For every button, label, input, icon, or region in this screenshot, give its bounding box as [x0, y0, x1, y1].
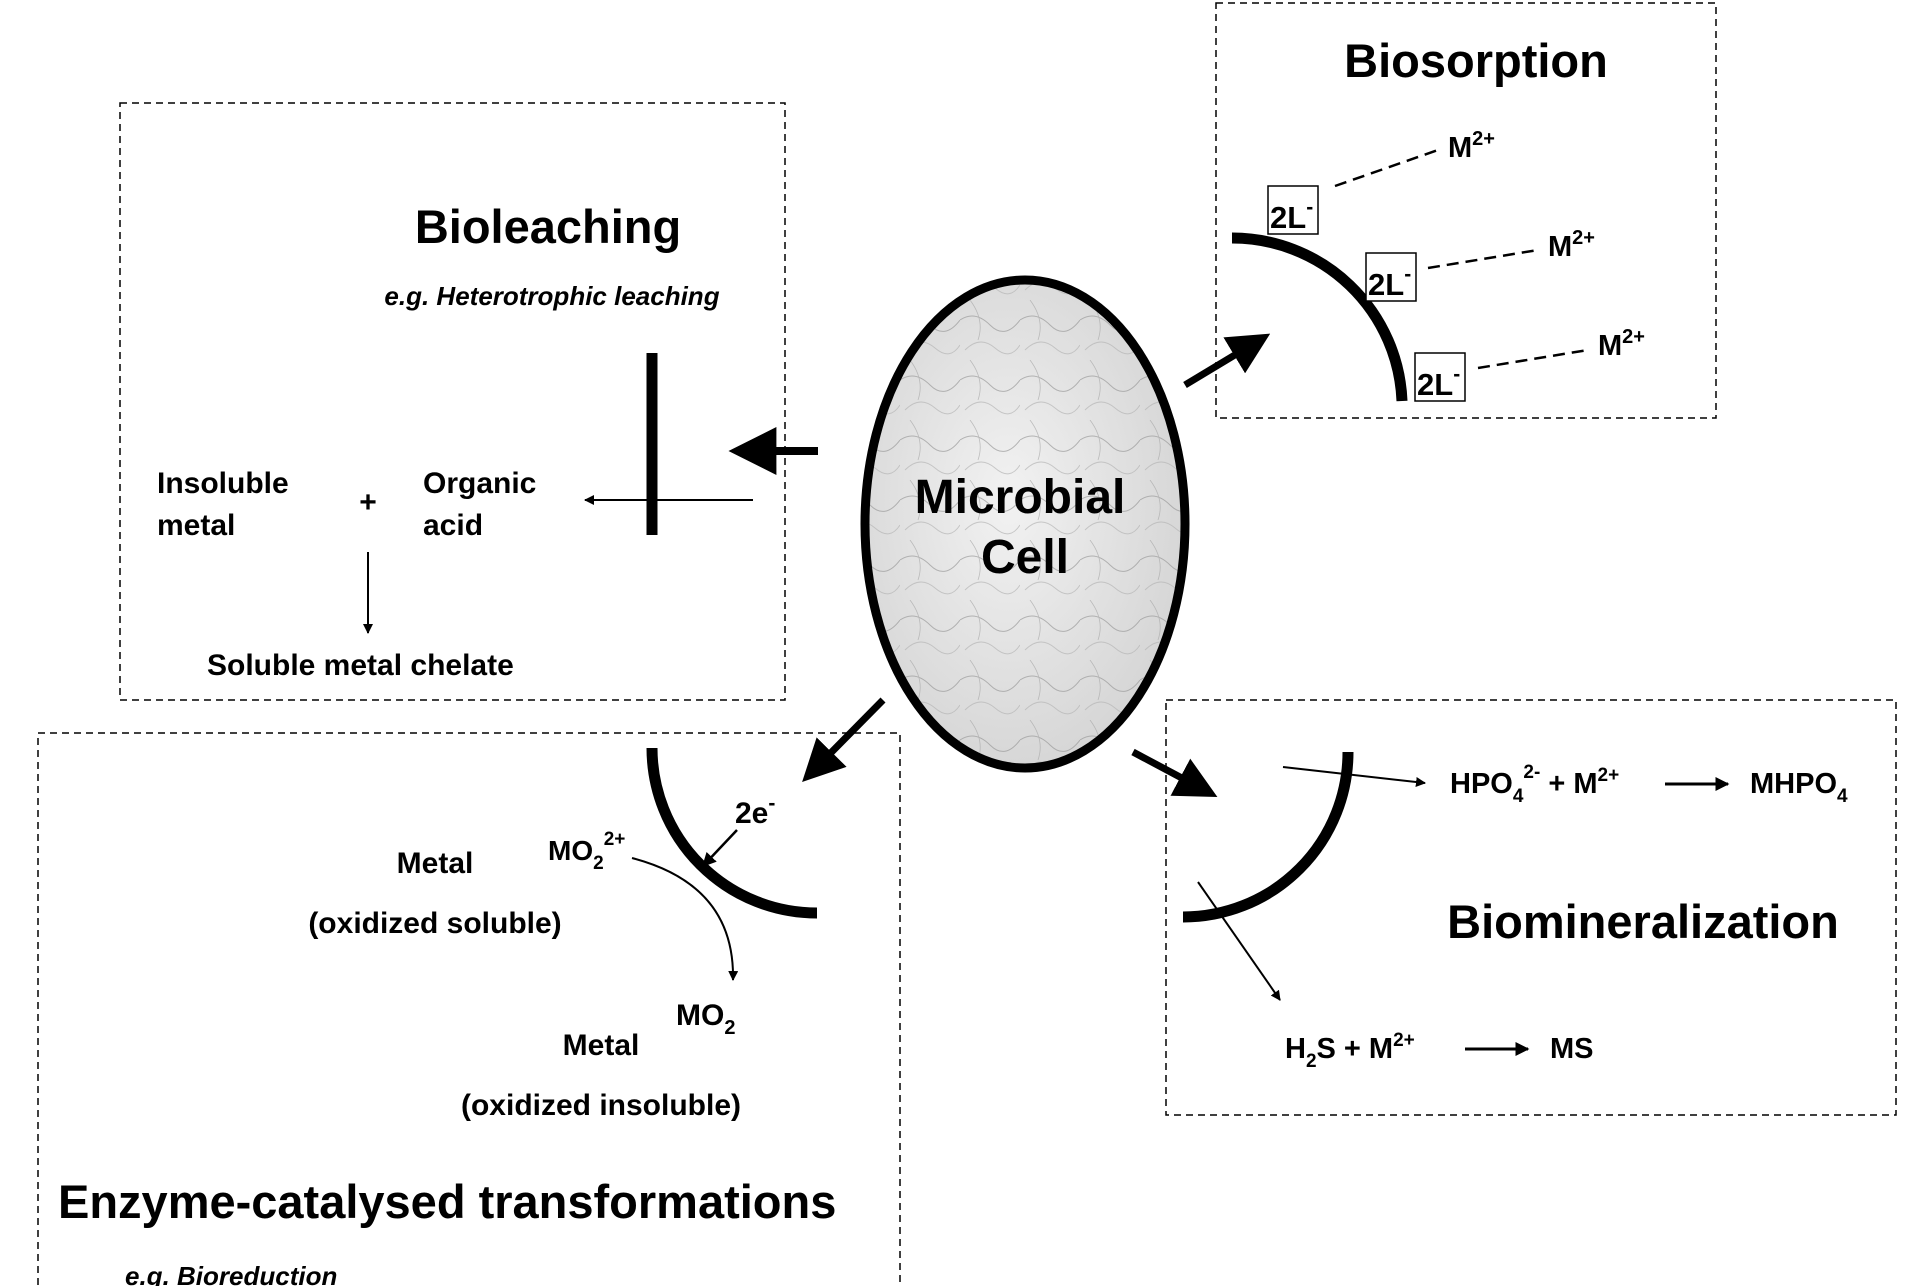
metal-ion-3: M2+ — [1598, 326, 1645, 362]
insoluble-metal-label: Metal — [563, 1029, 640, 1062]
ligand-label-3: 2L- — [1417, 363, 1460, 402]
biomineralization-box — [1165, 699, 1897, 1116]
sulfide-reaction: H2S + M2+ — [1285, 1030, 1415, 1072]
reduction-arrow — [631, 857, 739, 981]
microbial-cell: Microbial Cell — [860, 275, 1190, 773]
mo2-label: MO2 — [676, 999, 735, 1039]
insoluble-metal-line2: metal — [157, 509, 235, 542]
insoluble-metal-desc: (oxidized insoluble) — [461, 1089, 741, 1122]
binding-line-3 — [1477, 348, 1589, 370]
soluble-metal-label: Metal — [397, 847, 474, 880]
biosorption-title: Biosorption — [1344, 34, 1608, 87]
ligand-site: 2L- M2+ — [1267, 128, 1495, 235]
sulfide-product: MS — [1550, 1033, 1594, 1065]
ligand-box-3 — [1414, 352, 1466, 402]
biomineralization-cell-wall — [1182, 751, 1354, 923]
cell-to-biosorption-arrow — [1183, 333, 1271, 388]
cell-to-enzyme-arrow — [802, 697, 886, 782]
cell-to-biomineralization-arrow — [1131, 748, 1218, 797]
binding-line-1 — [1334, 148, 1439, 188]
ligand-box-2 — [1365, 252, 1417, 302]
soluble-metal-desc: (oxidized soluble) — [308, 907, 561, 940]
enzyme-example: e.g. Bioreduction — [125, 1261, 337, 1286]
metal-ion-2: M2+ — [1548, 227, 1595, 263]
bioleaching-box — [119, 102, 786, 701]
biosorption-box — [1215, 2, 1717, 419]
insoluble-metal-line1: Insoluble — [157, 467, 289, 500]
ligand-site: 2L- M2+ — [1365, 227, 1595, 302]
cell-label-line1: Microbial — [915, 471, 1126, 524]
bioleaching-title: Bioleaching — [415, 200, 681, 253]
organic-acid-line2: acid — [423, 509, 483, 542]
sulfide-efflux-arrow — [1197, 881, 1281, 1001]
mo2-2plus-label: MO22+ — [548, 829, 625, 874]
soluble-metal-chelate: Soluble metal chelate — [207, 649, 514, 682]
enzyme-box — [37, 732, 901, 1286]
phosphate-product: MHPO4 — [1750, 768, 1848, 807]
enzyme-title: Enzyme-catalysed transformations — [58, 1175, 836, 1228]
ligand-label-1: 2L- — [1270, 196, 1313, 235]
cell-label-line2: Cell — [981, 531, 1069, 584]
metal-ion-1: M2+ — [1448, 128, 1495, 164]
bioleaching-plus: + — [359, 486, 377, 519]
electron-label: 2e- — [735, 792, 775, 830]
binding-line-2 — [1427, 248, 1539, 270]
ligand-site: 2L- M2+ — [1414, 326, 1645, 402]
ligand-box-1 — [1267, 185, 1319, 235]
enzyme-cell-wall — [646, 747, 818, 919]
bioleaching-example: e.g. Heterotrophic leaching — [384, 281, 719, 311]
electron-arrow — [702, 829, 738, 868]
phosphate-efflux-arrow — [1282, 766, 1426, 787]
phosphate-reaction: HPO42- + M2+ — [1450, 762, 1619, 807]
ligand-label-2: 2L- — [1368, 263, 1411, 302]
organic-acid-line1: Organic — [423, 467, 536, 500]
biosorption-cell-wall — [1231, 232, 1408, 402]
biomineralization-title: Biomineralization — [1447, 895, 1839, 948]
